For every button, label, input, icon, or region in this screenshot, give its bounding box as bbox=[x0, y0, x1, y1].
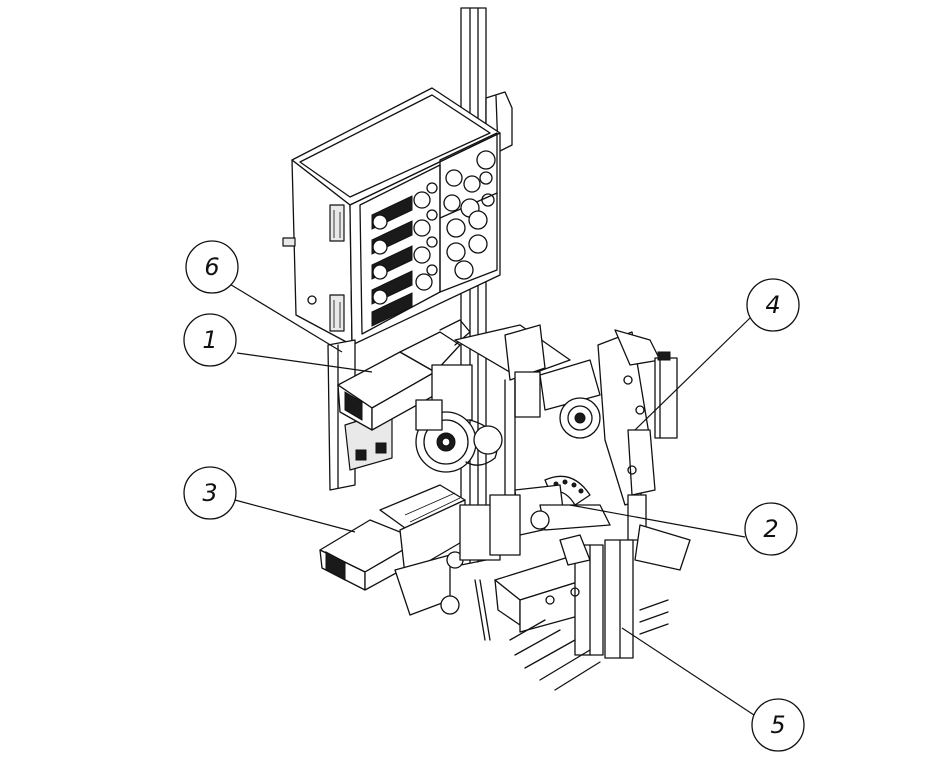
callout-2-label: 2 bbox=[763, 515, 778, 543]
callout-2: 2 bbox=[744, 502, 798, 556]
callout-3-label: 3 bbox=[202, 479, 217, 507]
callout-6: 6 bbox=[185, 240, 239, 294]
torch-bracket-4 bbox=[597, 329, 678, 541]
callout-leader-2 bbox=[569, 504, 746, 538]
callout-5-label: 5 bbox=[770, 711, 785, 739]
angle-scale-2 bbox=[514, 475, 611, 536]
callout-5: 5 bbox=[751, 698, 805, 752]
callout-4: 4 bbox=[746, 278, 800, 332]
callout-leader-5 bbox=[621, 627, 758, 718]
clamp-fixture-5 bbox=[474, 524, 691, 691]
callout-leader-6 bbox=[227, 282, 343, 353]
callout-1-label: 1 bbox=[202, 326, 217, 354]
controller-row bbox=[371, 182, 438, 327]
callout-leader-3 bbox=[234, 499, 356, 533]
push-button-field bbox=[439, 132, 498, 293]
servo-motor-gearbox-1 bbox=[337, 319, 503, 473]
servo-drive-3 bbox=[319, 484, 521, 616]
callouts: 6 1 3 4 2 5 bbox=[183, 240, 805, 752]
callout-3: 3 bbox=[183, 466, 237, 520]
callout-1: 1 bbox=[183, 313, 237, 367]
callout-4-label: 4 bbox=[765, 291, 780, 319]
callout-leader-1 bbox=[236, 352, 373, 373]
callout-leader-4 bbox=[634, 317, 751, 431]
cross-arm bbox=[454, 324, 601, 496]
callout-6-label: 6 bbox=[204, 253, 219, 281]
